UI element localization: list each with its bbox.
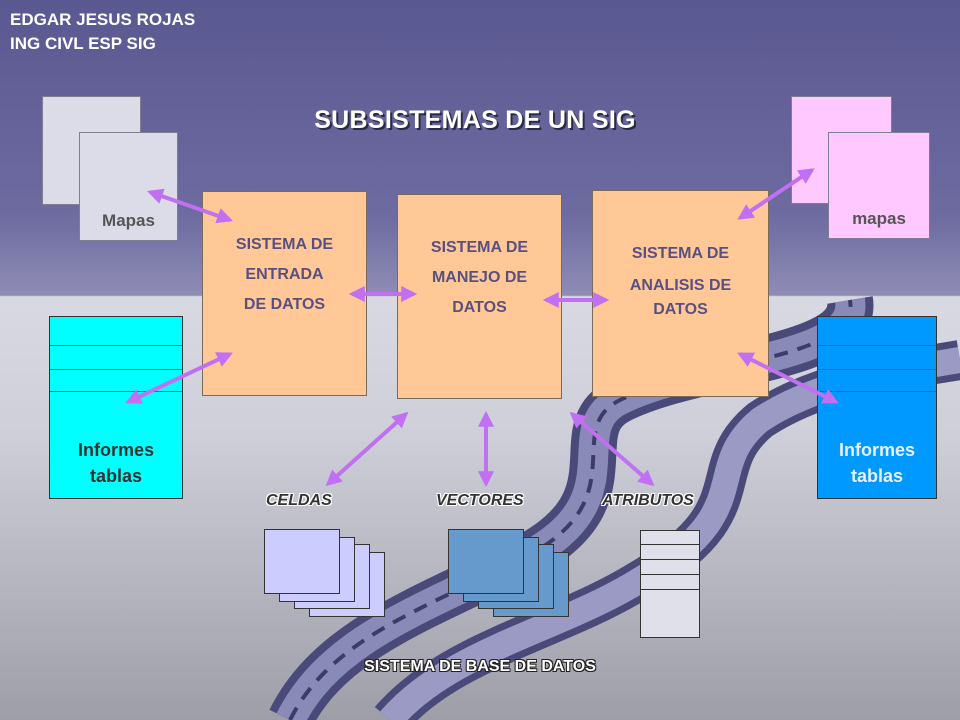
management-box-line1: SISTEMA DE <box>430 239 529 256</box>
author-title: ING CIVL ESP SIG <box>10 34 156 53</box>
management-box-line3: DATOS <box>452 299 507 316</box>
map-page-front: Mapas <box>79 132 178 241</box>
vectors-label: VECTORES <box>436 492 524 509</box>
cells-layer-1 <box>264 529 340 594</box>
author-name: EDGAR JESUS ROJAS <box>10 10 196 29</box>
reports-label-right-line1: Informes <box>838 440 916 460</box>
analysis-box-line3: DATOS <box>653 301 708 318</box>
attributes-table <box>640 530 700 638</box>
maps-label-right: mapas <box>852 209 906 228</box>
database-system-label: SISTEMA DE BASE DE DATOS <box>364 658 596 675</box>
analysis-subsystem-box: SISTEMA DE ANALISIS DE DATOS <box>592 190 769 397</box>
management-subsystem-box: SISTEMA DE MANEJO DE DATOS <box>397 194 562 399</box>
reports-label-right-line2: tablas <box>850 466 904 486</box>
maps-label-left: Mapas <box>102 211 155 230</box>
cells-label: CELDAS <box>266 492 332 509</box>
analysis-box-line1: SISTEMA DE <box>631 245 730 262</box>
input-box-line2: ENTRADA <box>245 266 324 283</box>
management-box-line2: MANEJO DE <box>431 269 528 286</box>
input-subsystem-box: SISTEMA DE ENTRADA DE DATOS <box>202 191 367 396</box>
input-box-line3: DE DATOS <box>243 296 326 313</box>
reports-table-left: Informes tablas <box>49 316 183 499</box>
slide-title: SUBSISTEMAS DE UN SIG <box>314 106 636 134</box>
analysis-box-line2: ANALISIS DE <box>629 277 732 294</box>
reports-label-left-line2: tablas <box>89 466 143 486</box>
reports-table-right: Informes tablas <box>817 316 937 499</box>
attributes-label: ATRIBUTOS <box>602 492 694 509</box>
input-box-line1: SISTEMA DE <box>235 236 334 253</box>
map-page-front-right: mapas <box>828 132 930 239</box>
reports-label-left-line1: Informes <box>77 440 155 460</box>
vectors-layer-1 <box>448 529 524 594</box>
